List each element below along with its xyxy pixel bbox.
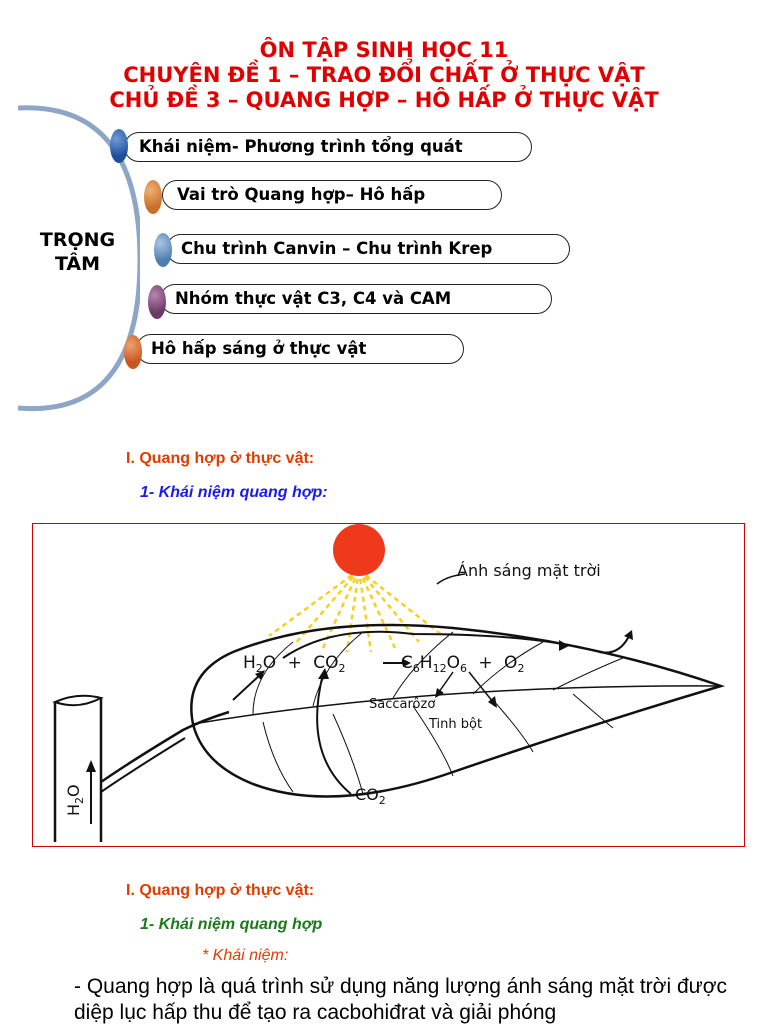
focus-item-label: Chu trình Canvin – Chu trình Krep [181, 239, 493, 258]
focus-item-2: Vai trò Quang hợp– Hô hấp [162, 180, 502, 210]
focus-item-label: Nhóm thực vật C3, C4 và CAM [175, 289, 452, 308]
focus-item-4: Nhóm thực vật C3, C4 và CAM [160, 284, 552, 314]
section-subheading-2: 1- Khái niệm quang hợp [140, 916, 323, 933]
curve-arrow-top-head [559, 640, 569, 651]
focus-item-3: Chu trình Canvin – Chu trình Krep [166, 234, 570, 264]
leaf-veins [252, 631, 624, 795]
section-subheading: 1- Khái niệm quang hợp: [140, 484, 328, 501]
stem-top [52, 694, 104, 707]
sun-rays [268, 568, 444, 653]
section-heading-2: I. Quang hợp ở thực vật: [126, 882, 315, 899]
co2-in-label: CO2 [355, 785, 386, 807]
sunlight-pointer [436, 573, 466, 585]
focus-arc [17, 105, 140, 412]
focus-bead-2 [144, 180, 162, 214]
sun [333, 524, 385, 576]
equation: H2O + CO2 C6H12O6 + O2 [243, 653, 524, 677]
focus-item-label: Vai trò Quang hợp– Hô hấp [177, 185, 426, 204]
water-arrowhead [255, 670, 265, 680]
focus-label: TRỌNG TÂM [30, 228, 125, 276]
o2-out-arrowhead [624, 630, 633, 640]
co2-in-arrowhead [318, 668, 329, 679]
title-line-3: CHỦ ĐỀ 3 – QUANG HỢP – HÔ HẤP Ở THỰC VẬT [109, 88, 659, 112]
o2-out-arrow [598, 635, 630, 654]
focus-bead-3 [154, 233, 172, 267]
title-line-2: CHUYÊN ĐỀ 1 – TRAO ĐỔI CHẤT Ở THỰC VẬT [123, 63, 645, 87]
focus-bead-4 [148, 285, 166, 319]
focus-item-label: Khái niệm- Phương trình tổng quát [139, 137, 463, 156]
petiole-lower [100, 737, 186, 793]
stem [53, 698, 103, 842]
body-paragraph: - Quang hợp là quá trình sử dụng năng lư… [74, 975, 727, 1024]
branch-tinhbot [468, 671, 494, 703]
water-arrow [232, 673, 262, 701]
focus-label-line-1: TRỌNG [39, 229, 116, 251]
focus-item-label: Hô hấp sáng ở thực vật [151, 339, 367, 358]
concept-heading: * Khái niệm: [202, 947, 289, 964]
focus-item-1: Khái niệm- Phương trình tổng quát [124, 132, 532, 162]
water-up-arrowhead [86, 760, 96, 772]
focus-label-line-2: TÂM [54, 253, 101, 275]
co2-in-arrow [316, 673, 352, 795]
focus-item-5: Hô hấp sáng ở thực vật [136, 334, 464, 364]
leaf-midrib [192, 685, 722, 725]
photosynthesis-figure: H2O + CO2 C6H12O6 + O2 CO2 Saccarôzơ Tin… [32, 523, 745, 847]
focus-bead-5 [124, 335, 142, 369]
sunlight-label: Ánh sáng mặt trời [457, 561, 601, 580]
section-heading: I. Quang hợp ở thực vật: [126, 450, 315, 467]
leaf-diagram: H2O + CO2 C6H12O6 + O2 CO2 Saccarôzơ Tin… [52, 524, 726, 842]
focus-bead-1 [110, 129, 128, 163]
reaction-arrowhead [403, 659, 411, 667]
leaf-outline [190, 623, 726, 798]
title-line-1: ÔN TẬP SINH HỌC 11 [259, 38, 509, 62]
branch-saccarozo-head [435, 688, 444, 698]
petiole [100, 710, 230, 784]
tinh-bot-label: Tinh bột [428, 717, 482, 732]
branch-saccarozo [438, 671, 454, 693]
branch-tinhbot-head [488, 696, 497, 708]
saccarozo-label: Saccarôzơ [369, 697, 435, 712]
curve-arrow-top [282, 630, 564, 659]
stem-h2o-label: H2O [64, 784, 86, 816]
